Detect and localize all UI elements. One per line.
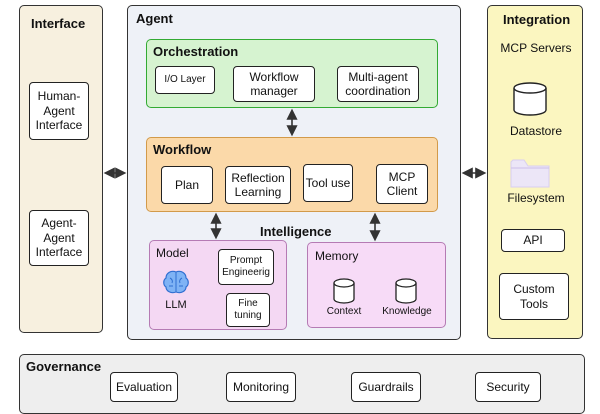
datastore-label: Datastore (509, 124, 563, 138)
multi-agent-coordination-box: Multi-agent coordination (337, 66, 419, 102)
integration-title: Integration (503, 12, 571, 27)
fine-tuning-box: Fine tuning (226, 293, 270, 327)
knowledge-label: Knowledge (382, 306, 432, 317)
workflow-title: Workflow (153, 142, 212, 157)
orchestration-panel: Orchestration I/O Layer Workflow manager… (146, 39, 438, 108)
interface-panel: Interface Human-Agent Interface Agent-Ag… (19, 5, 103, 333)
plan-box: Plan (161, 166, 213, 204)
custom-tools-box: Custom Tools (499, 273, 569, 320)
datastore-icon (513, 82, 547, 116)
brain-icon (163, 270, 189, 294)
workflow-manager-box: Workflow manager (233, 66, 315, 102)
memory-panel: Memory Context Knowledge (307, 242, 446, 328)
io-layer-box: I/O Layer (155, 66, 215, 94)
tool-use-box: Tool use (303, 164, 353, 202)
orchestration-title: Orchestration (153, 44, 239, 59)
agent-agent-interface-box: Agent-Agent Interface (29, 210, 89, 266)
guardrails-box: Guardrails (351, 372, 421, 402)
workflow-panel: Workflow Plan Reflection Learning Tool u… (146, 137, 438, 212)
knowledge-database-icon (395, 278, 417, 304)
memory-title: Memory (315, 249, 359, 263)
context-database-icon (333, 278, 355, 304)
model-panel: Model LLM Prompt Engineerig Fine tuning (149, 240, 287, 330)
mcp-client-box: MCP Client (376, 164, 428, 204)
model-title: Model (156, 246, 189, 260)
filesystem-label: Filesystem (507, 191, 565, 205)
governance-title: Governance (26, 359, 102, 374)
interface-title: Interface (31, 16, 86, 31)
llm-label: LLM (165, 299, 187, 311)
api-box: API (501, 229, 565, 252)
reflection-learning-box: Reflection Learning (225, 166, 291, 204)
mcp-servers-label: MCP Servers (500, 41, 572, 55)
connector-layer (103, 108, 487, 242)
intelligence-title: Intelligence (260, 224, 332, 239)
human-agent-interface-box: Human-Agent Interface (29, 82, 89, 140)
agent-title: Agent (136, 11, 173, 26)
context-label: Context (326, 306, 362, 317)
integration-panel: Integration MCP Servers Datastore Filesy… (487, 5, 583, 339)
folder-icon (510, 159, 550, 188)
prompt-engineering-box: Prompt Engineerig (218, 249, 274, 285)
